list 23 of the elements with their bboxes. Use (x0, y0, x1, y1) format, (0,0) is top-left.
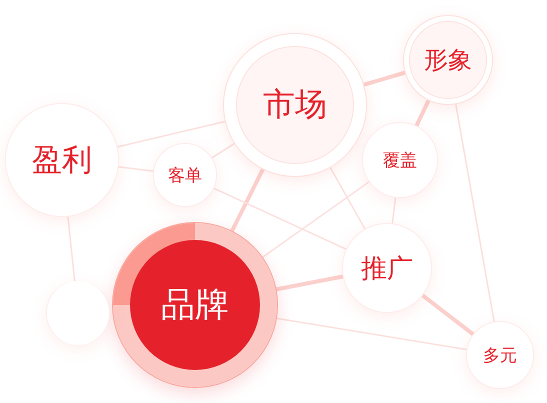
connector-line (392, 198, 396, 224)
connector-line (364, 70, 406, 87)
connector-line (230, 168, 265, 233)
node-label: 客单 (168, 164, 202, 186)
node-label: 市场 (263, 84, 327, 125)
connector-line (455, 104, 495, 322)
connector-line (214, 188, 346, 250)
connector-line (67, 216, 76, 282)
connector-line (275, 274, 344, 292)
node-label: 覆盖 (383, 150, 417, 172)
connector-line (276, 318, 467, 350)
connector-line (421, 294, 474, 336)
connector-line (414, 100, 430, 127)
connector-line (118, 166, 154, 172)
node-label: 盈利 (32, 142, 92, 180)
connector-line (117, 120, 226, 148)
node-label: 多元 (483, 344, 517, 366)
node-label: 品牌 (161, 284, 229, 327)
connector-line (330, 167, 366, 230)
node-label: 推广 (361, 252, 413, 286)
node-label: 形象 (424, 45, 472, 76)
connector-line (212, 143, 235, 158)
connector-line (262, 181, 370, 258)
